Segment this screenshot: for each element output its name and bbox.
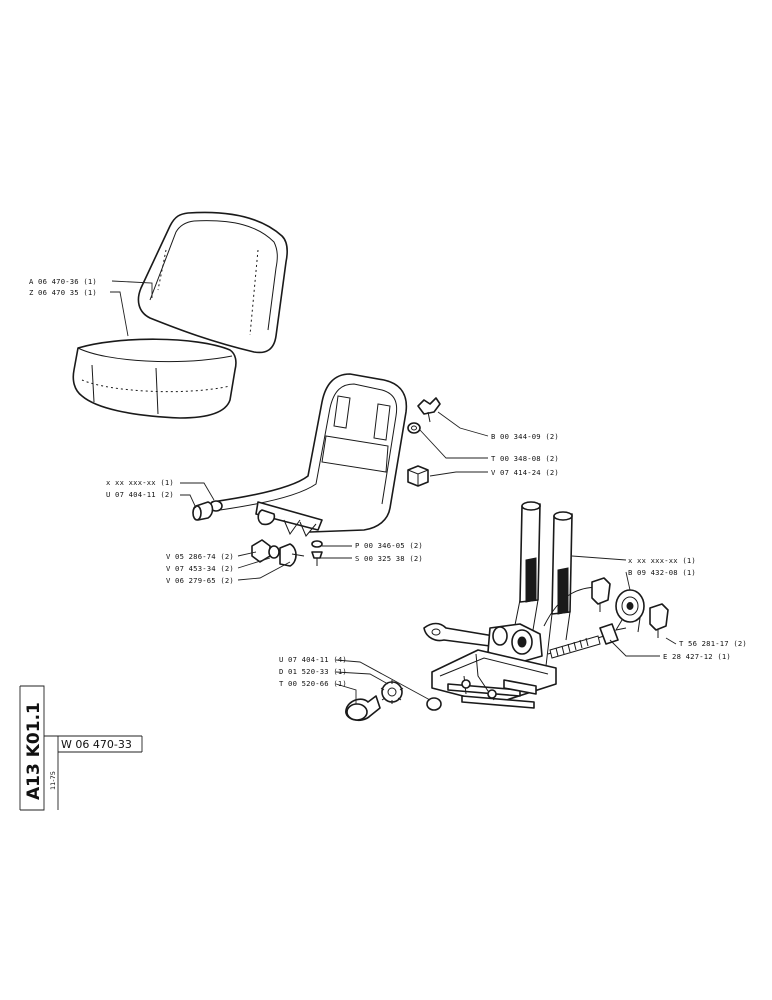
label-b-00-344-09: B 00 344-09 (2) [491, 432, 559, 441]
label-u-07-404-11-2: U 07 404-11 (2) [106, 490, 174, 499]
label-e-28-427-12: E 28 427-12 (1) [663, 652, 731, 661]
seat-backrest [137, 211, 288, 354]
seat-frame [209, 373, 408, 537]
label-v-05-286-74: V 05 286-74 (2) [166, 552, 234, 561]
label-x-frame: x xx xxx-xx (1) [106, 478, 174, 487]
label-b-09-432-08: B 09 432-08 (1) [628, 568, 696, 577]
label-t-00-520-66: T 00 520-66 (1) [279, 679, 347, 688]
leader-lines [110, 280, 677, 704]
label-d-01-520-33: D 01 520-33 (1) [279, 667, 347, 676]
label-u-07-404-11-4: U 07 404-11 (4) [279, 655, 347, 664]
title-block: A13 K01.1 11-75 W 06 470-33 [19, 685, 143, 811]
section-code: A13 K01.1 [24, 702, 44, 800]
hand-knob [345, 695, 381, 722]
label-v-06-279-65: V 06 279-65 (2) [166, 576, 234, 585]
label-p-00-346-05: P 00 346-05 (2) [355, 541, 423, 550]
bushing-group [251, 539, 305, 567]
washer [407, 422, 421, 434]
label-t-00-348-08: T 00 348-08 (2) [491, 454, 559, 463]
rubber-block [407, 465, 429, 487]
drawing-number: W 06 470-33 [61, 738, 132, 751]
suspension-mechanism [423, 501, 619, 709]
label-a-06-470-36: A 06 470-36 (1) [29, 277, 97, 286]
label-v-07-414-24: V 07 414-24 (2) [491, 468, 559, 477]
label-x-suspension: x xx xxx-xx (1) [628, 556, 696, 565]
clip-right [649, 603, 669, 638]
drawing-date: 11-75 [49, 771, 57, 790]
part-labels: A 06 470-36 (1) Z 06 470 35 (1) B 00 344… [29, 277, 747, 688]
label-z-06-470-35: Z 06 470 35 (1) [29, 288, 97, 297]
wing-bolt [417, 397, 441, 423]
adjustment-knob [614, 589, 645, 633]
label-v-07-453-34: V 07 453-34 (2) [166, 564, 234, 573]
pin-and-screw [311, 540, 323, 566]
end-cap-right [426, 697, 442, 711]
label-t-56-281-17: T 56 281-17 (2) [679, 639, 747, 648]
label-s-00-325-38: S 00 325 38 (2) [355, 554, 423, 563]
clip-left [591, 577, 611, 612]
seat-cushion [72, 338, 237, 419]
gear [380, 680, 404, 704]
end-cap-left [192, 501, 214, 521]
